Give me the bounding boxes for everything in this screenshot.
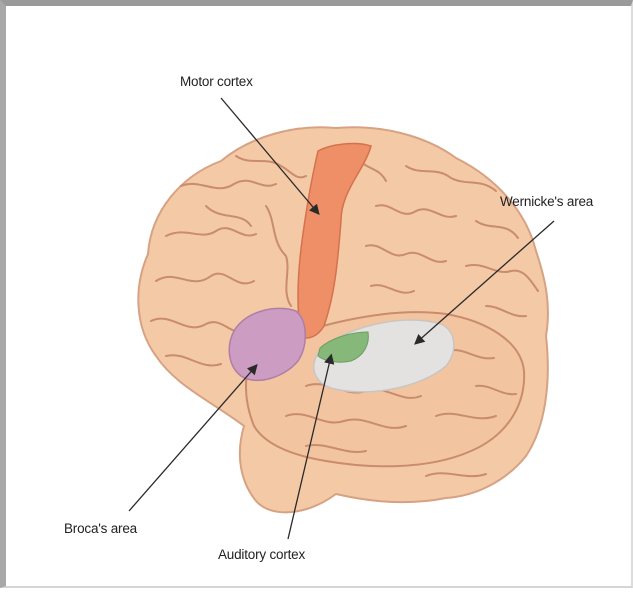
- brocas-area-label: Broca's area: [64, 521, 138, 536]
- wernickes-area-label: Wernicke's area: [500, 194, 594, 209]
- motor-cortex-label: Motor cortex: [180, 74, 253, 89]
- brain-diagram: Motor cortex Wernicke's area Broca's are…: [6, 6, 633, 594]
- auditory-cortex-label: Auditory cortex: [218, 547, 305, 562]
